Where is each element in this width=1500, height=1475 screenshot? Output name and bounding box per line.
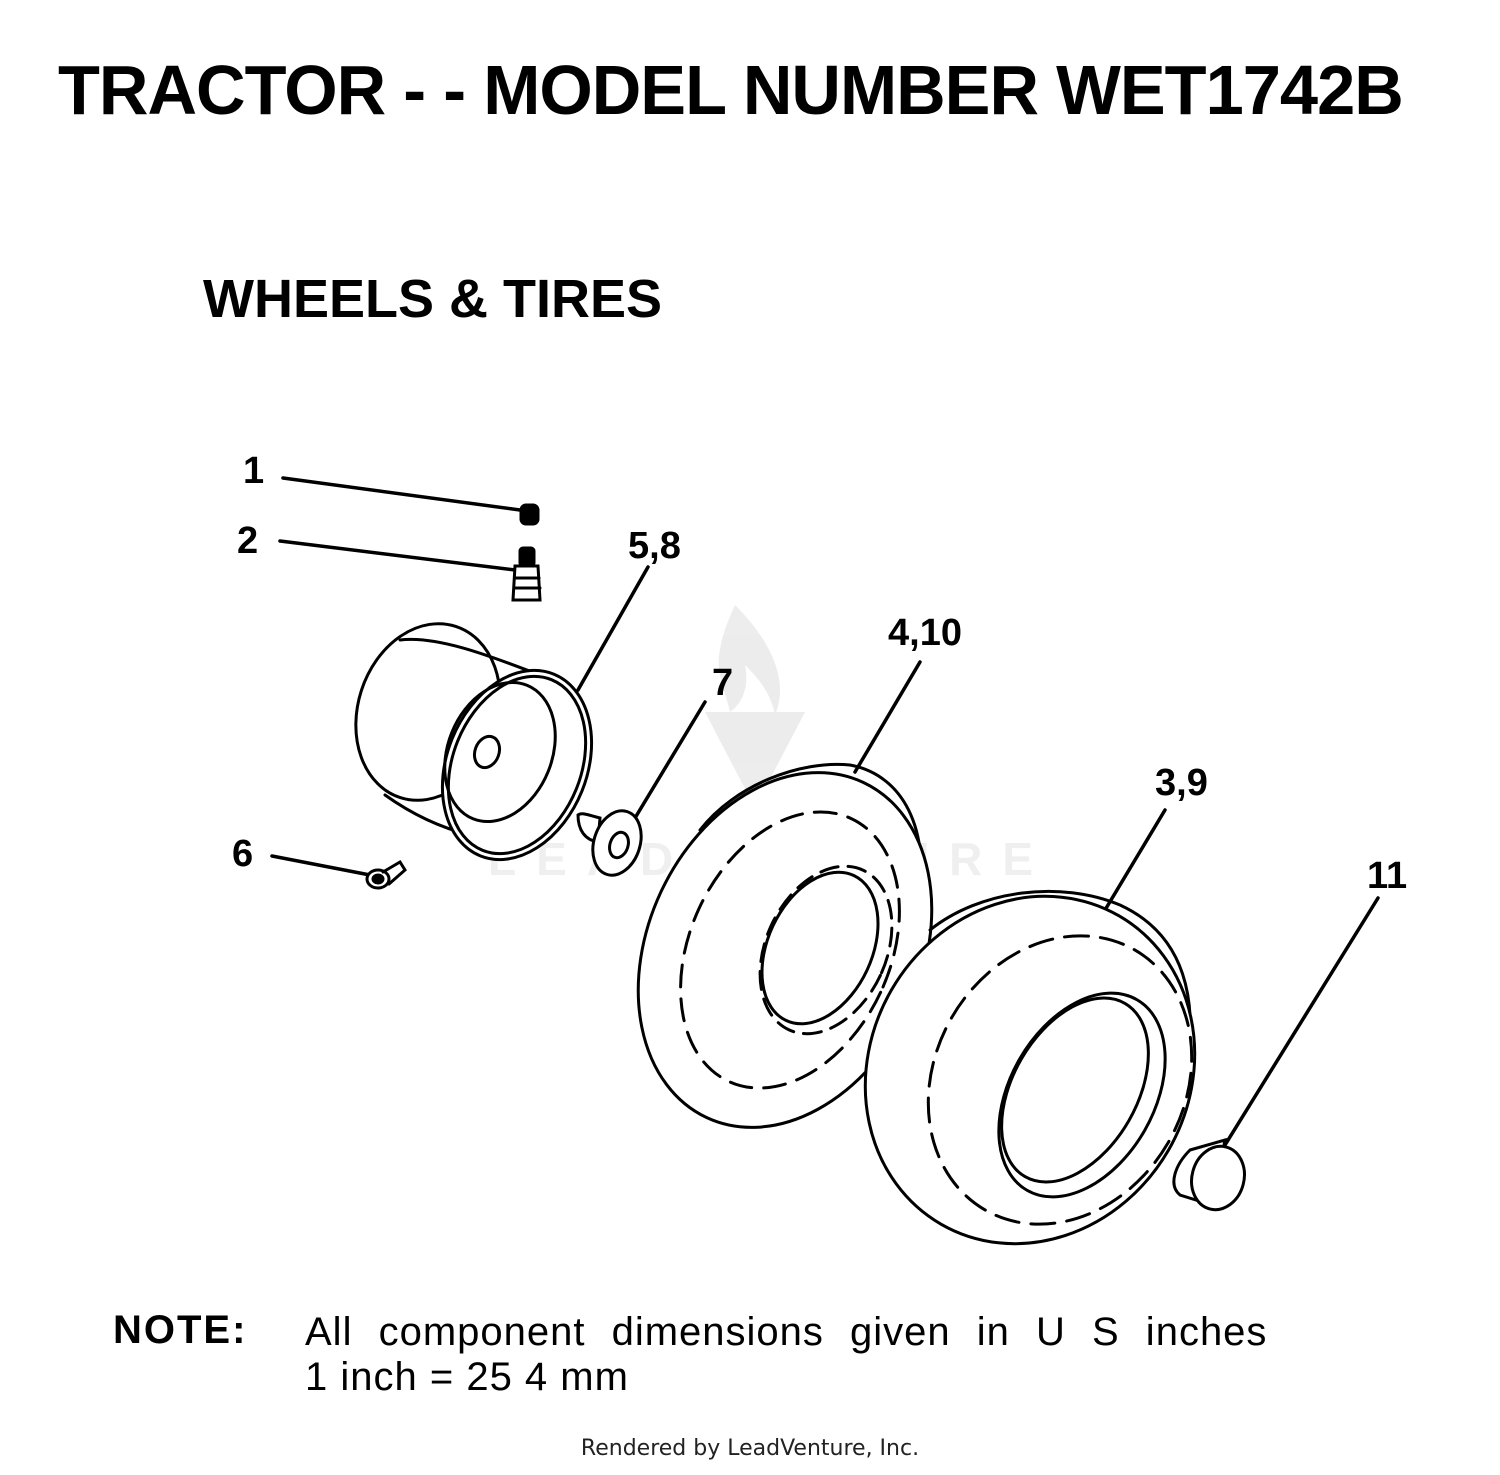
leader-lines	[270, 476, 1380, 1147]
note-label: NOTE:	[113, 1308, 248, 1352]
footer-credit: Rendered by LeadVenture, Inc.	[580, 1436, 920, 1461]
callout-7: 7	[712, 662, 733, 704]
section-title: WHEELS & TIRES	[203, 269, 663, 329]
tire-part	[636, 762, 934, 1129]
leader-line-11	[1223, 896, 1380, 1147]
wheel-rim-part	[354, 622, 594, 862]
callout-11: 11	[1367, 855, 1407, 897]
callout-2: 2	[237, 520, 258, 562]
fitting-part	[365, 859, 407, 890]
leader-line-7	[630, 700, 707, 825]
note-text-line-2: 1 inch = 25 4 mm	[305, 1355, 629, 1399]
callout-3-9: 3,9	[1155, 762, 1208, 804]
tire-assembly-part	[863, 889, 1197, 1246]
callout-1: 1	[243, 450, 264, 492]
callout-labels: 1 2 5,8 4,10 7 3,9 6 11	[232, 450, 1407, 897]
watermark-logo-icon	[705, 605, 805, 808]
leader-line-5-8	[576, 565, 650, 692]
callout-4-10: 4,10	[888, 612, 962, 654]
callout-5-8: 5,8	[628, 525, 681, 567]
leader-line-2	[278, 539, 517, 572]
leader-line-1	[281, 476, 522, 512]
leader-line-4-10	[853, 660, 922, 774]
bushing-part	[1172, 1137, 1246, 1212]
bearing-part	[576, 809, 643, 877]
leader-line-3-9	[1103, 808, 1167, 912]
valve-stem-part	[511, 546, 542, 602]
leader-line-6	[270, 854, 372, 877]
note-text-line-1: All component dimensions given in U S in…	[305, 1310, 1268, 1354]
callout-6: 6	[232, 833, 253, 875]
page-title: TRACTOR - - MODEL NUMBER WET1742B	[58, 51, 1404, 129]
valve-cap-part	[519, 503, 540, 526]
